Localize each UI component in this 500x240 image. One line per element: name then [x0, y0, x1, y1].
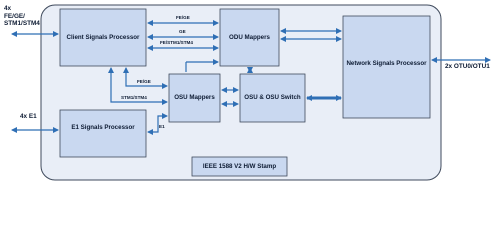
osu-switch-block [239, 73, 306, 123]
e1-ports-label: 4x E1 [20, 113, 37, 120]
ge-mid-label: GE [179, 29, 186, 34]
osu-switch-title: OSU & OSU Switch [244, 94, 301, 101]
stm-osu-arrow [108, 67, 168, 105]
client-processor-title: Client Signals Processor [66, 34, 140, 41]
block-diagram: 4x FE/GE/ STM1/STM4 4x E1 2x OTU0/OTU1 C… [4, 4, 491, 181]
client-ports-line2: FE/GE/ [4, 12, 25, 20]
fe-ge-osu-label: FE/GE [137, 79, 151, 84]
odu-mappers-block [219, 8, 280, 67]
network-processor-title: Network Signals Processor [346, 60, 427, 67]
osu-mappers-title: OSU Mappers [174, 94, 215, 101]
fe-stm-bottom-label: FE/STM1/STM4 [160, 40, 193, 45]
client-processor-block [59, 8, 147, 67]
ieee-stamp-title: IEEE 1588 V2 H/W Stamp [202, 163, 277, 170]
diagram-canvas [11, 4, 491, 181]
client-ports-line1: 4x [4, 5, 12, 12]
stm-osu-label: STM1/STM4 [121, 95, 147, 100]
e1-osu-label: E1 [159, 124, 165, 129]
e1-osu-arrow [147, 113, 168, 135]
client-ports-line3: STM1/STM4 [4, 20, 40, 27]
network-processor-block [342, 15, 431, 119]
client-ports-label: 4x FE/GE/ STM1/STM4 [4, 5, 40, 28]
osu-mappers-block [168, 73, 221, 123]
e1-processor-block [59, 109, 147, 158]
e1-processor-title: E1 Signals Processor [71, 124, 135, 131]
odu-mappers-title: ODU Mappers [229, 34, 270, 41]
ieee-stamp-block [191, 156, 288, 177]
otu-ports-label: 2x OTU0/OTU1 [445, 63, 490, 70]
fe-ge-top-label: FE/GE [176, 15, 190, 20]
